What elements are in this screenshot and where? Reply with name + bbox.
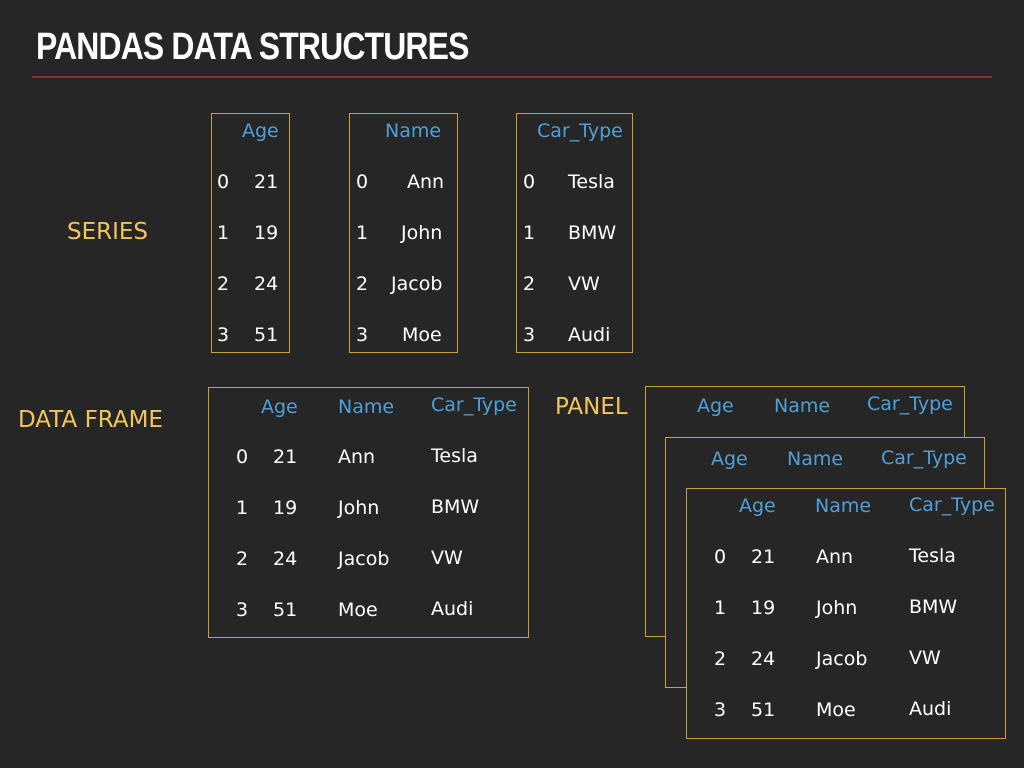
series-cartype-index-2: 2	[523, 273, 536, 295]
dataframe-box: Age Name Car_Type 0 21 Ann Tesla 1 19 Jo…	[208, 387, 529, 638]
panel-cartype-3: Audi	[909, 698, 952, 720]
panel-back-header-name: Name	[774, 395, 831, 417]
series-name-value-3: Moe	[402, 324, 442, 346]
panel-cartype-0: Tesla	[909, 545, 956, 567]
title-divider	[32, 76, 992, 78]
panel-age-3: 51	[751, 699, 776, 721]
dataframe-header-name: Name	[338, 396, 395, 418]
panel-front-header-cartype: Car_Type	[909, 494, 995, 516]
panel-cartype-2: VW	[909, 647, 941, 669]
dataframe-name-1: John	[338, 497, 380, 519]
series-cartype-value-2: VW	[568, 273, 600, 295]
series-cartype-header: Car_Type	[537, 120, 623, 142]
dataframe-cartype-2: VW	[431, 547, 463, 569]
series-name-index-0: 0	[356, 171, 369, 193]
panel-age-1: 19	[751, 597, 776, 619]
series-name-value-2: Jacob	[391, 273, 443, 295]
panel-index-0: 0	[714, 546, 727, 568]
series-cartype-value-0: Tesla	[568, 171, 615, 193]
series-age-header: Age	[242, 120, 279, 142]
panel-back-header-age: Age	[697, 395, 734, 417]
series-age-value-2: 24	[254, 273, 279, 295]
series-age-index-3: 3	[217, 324, 230, 346]
series-name-index-2: 2	[356, 273, 369, 295]
panel-name-1: John	[816, 597, 858, 619]
series-age-value-0: 21	[254, 171, 279, 193]
panel-back-header-cartype: Car_Type	[867, 393, 953, 415]
series-cartype-value-1: BMW	[568, 222, 617, 244]
series-age-box: Age 0 21 1 19 2 24 3 51	[211, 113, 290, 353]
series-cartype-index-1: 1	[523, 222, 536, 244]
dataframe-age-1: 19	[273, 497, 298, 519]
panel-index-1: 1	[714, 597, 727, 619]
series-age-index-2: 2	[217, 273, 230, 295]
dataframe-age-3: 51	[273, 599, 298, 621]
dataframe-header-cartype: Car_Type	[431, 394, 517, 416]
dataframe-name-3: Moe	[338, 599, 378, 621]
series-cartype-index-0: 0	[523, 171, 536, 193]
dataframe-index-1: 1	[236, 497, 249, 519]
series-label: SERIES	[67, 219, 149, 245]
series-cartype-index-3: 3	[523, 324, 536, 346]
series-age-value-1: 19	[254, 222, 279, 244]
panel-index-3: 3	[714, 699, 727, 721]
dataframe-cartype-0: Tesla	[431, 445, 478, 467]
series-age-index-1: 1	[217, 222, 230, 244]
panel-name-2: Jacob	[816, 648, 868, 670]
panel-middle-header-name: Name	[787, 448, 844, 470]
series-cartype-box: Car_Type 0 Tesla 1 BMW 2 VW 3 Audi	[516, 113, 633, 353]
series-age-value-3: 51	[254, 324, 279, 346]
page-title: PANDAS DATA STRUCTURES	[36, 26, 469, 68]
series-name-value-0: Ann	[407, 171, 445, 193]
panel-index-2: 2	[714, 648, 727, 670]
panel-middle-header-age: Age	[711, 448, 748, 470]
panel-age-0: 21	[751, 546, 776, 568]
panel-name-0: Ann	[816, 546, 854, 568]
panel-label: PANEL	[555, 394, 628, 420]
series-name-box: Name 0 Ann 1 John 2 Jacob 3 Moe	[349, 113, 458, 353]
dataframe-label: DATA FRAME	[18, 407, 163, 433]
dataframe-name-2: Jacob	[338, 548, 390, 570]
panel-front-header-age: Age	[739, 495, 776, 517]
series-name-index-3: 3	[356, 324, 369, 346]
dataframe-cartype-3: Audi	[431, 598, 474, 620]
dataframe-name-0: Ann	[338, 446, 376, 468]
panel-sheet-front: Age Name Car_Type 0 21 Ann Tesla 1 19 Jo…	[686, 488, 1006, 739]
panel-age-2: 24	[751, 648, 776, 670]
dataframe-header-age: Age	[261, 396, 298, 418]
series-name-header: Name	[385, 120, 442, 142]
dataframe-age-0: 21	[273, 446, 298, 468]
panel-name-3: Moe	[816, 699, 856, 721]
panel-middle-header-cartype: Car_Type	[881, 447, 967, 469]
series-cartype-value-3: Audi	[568, 324, 611, 346]
dataframe-cartype-1: BMW	[431, 496, 480, 518]
dataframe-index-3: 3	[236, 599, 249, 621]
series-name-value-1: John	[401, 222, 443, 244]
series-name-index-1: 1	[356, 222, 369, 244]
dataframe-index-0: 0	[236, 446, 249, 468]
dataframe-age-2: 24	[273, 548, 298, 570]
panel-front-header-name: Name	[815, 495, 872, 517]
panel-cartype-1: BMW	[909, 596, 958, 618]
dataframe-index-2: 2	[236, 548, 249, 570]
series-age-index-0: 0	[217, 171, 230, 193]
